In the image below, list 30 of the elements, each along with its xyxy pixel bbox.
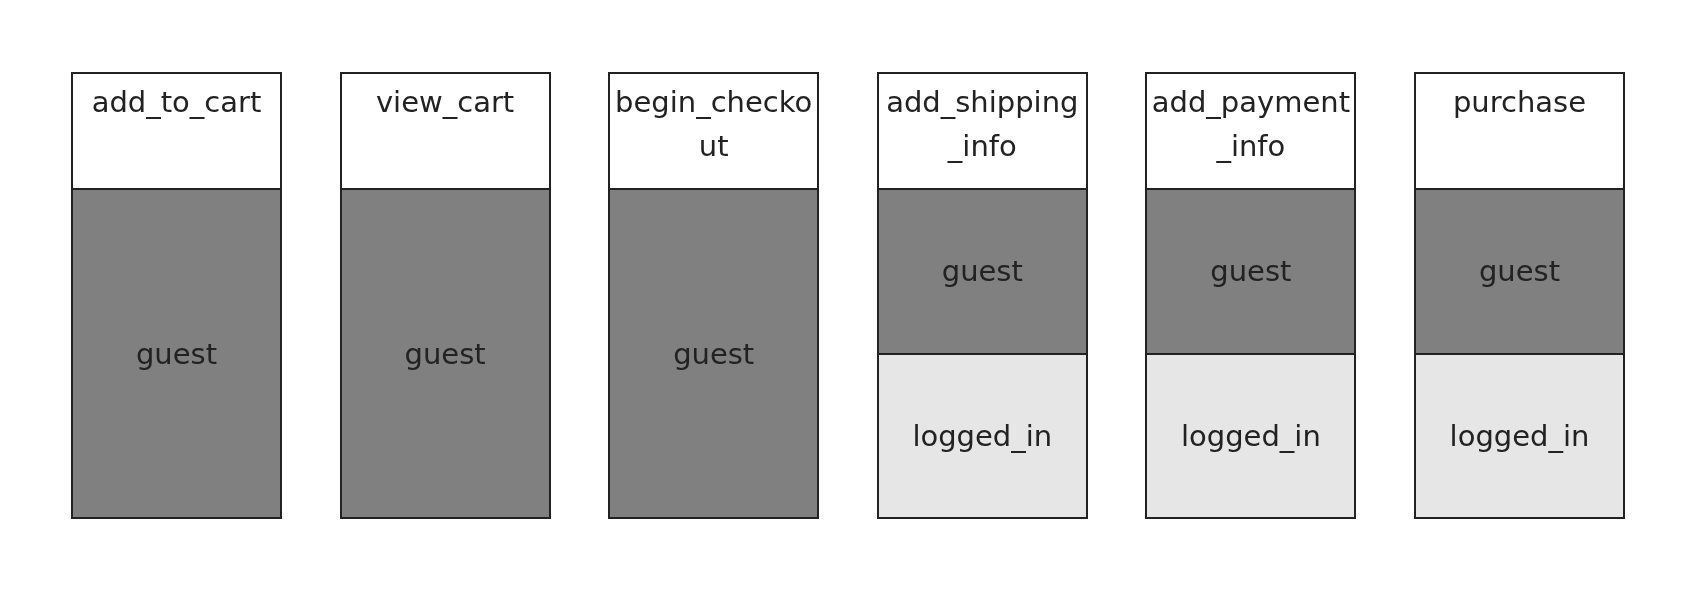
column-box (876, 72, 1088, 519)
column-box (339, 72, 551, 519)
segment-label: guest (404, 336, 486, 371)
segment-label: guest (135, 336, 218, 371)
segment-bar (1416, 352, 1623, 517)
segment-label: logged_in (1449, 418, 1590, 453)
column-header: add_payment_info (1150, 84, 1352, 165)
column-header: view_cart (374, 84, 516, 121)
column-header: add_shipping_info (885, 84, 1080, 165)
segment-label: guest (673, 336, 755, 371)
segment-bar (1147, 188, 1355, 353)
segment-label: logged_in (1181, 418, 1321, 453)
segment-bar (73, 188, 280, 517)
segment-label: logged_in (912, 418, 1053, 453)
segment-bar (1416, 188, 1623, 353)
segment-label: guest (1478, 254, 1561, 289)
segment-bar (610, 188, 818, 517)
segment-bar (341, 188, 549, 517)
column-box (1145, 72, 1357, 519)
column-box (1414, 72, 1625, 519)
segment-label: guest (1210, 254, 1292, 289)
segment-bar (878, 352, 1086, 517)
segment-bar (1147, 352, 1355, 517)
column-header: begin_checkout (614, 84, 814, 165)
column-box (71, 72, 282, 519)
segment-bar (878, 188, 1086, 353)
column-box (608, 72, 820, 519)
column-header: add_to_cart (90, 84, 263, 121)
column-header: purchase (1451, 84, 1588, 121)
segment-label: guest (941, 254, 1023, 289)
